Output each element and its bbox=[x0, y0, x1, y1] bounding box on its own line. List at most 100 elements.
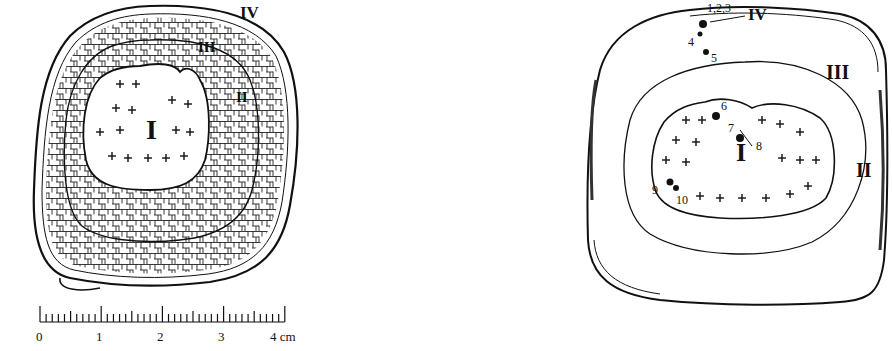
scale-number: 3 bbox=[218, 330, 225, 343]
stroke bbox=[260, 314, 261, 322]
stroke bbox=[229, 314, 230, 322]
stroke bbox=[223, 306, 224, 322]
stroke bbox=[192, 311, 193, 322]
callout-number: 4 bbox=[688, 36, 694, 48]
stroke bbox=[107, 314, 108, 322]
stroke bbox=[199, 314, 200, 322]
stroke bbox=[147, 154, 148, 162]
stroke bbox=[205, 314, 206, 322]
stroke bbox=[247, 314, 248, 322]
stroke bbox=[235, 314, 236, 322]
sample-points bbox=[667, 20, 745, 191]
stroke bbox=[115, 104, 116, 112]
stroke bbox=[186, 314, 187, 322]
stroke bbox=[719, 194, 720, 202]
zone-boundary bbox=[624, 62, 866, 254]
zone-label: II bbox=[856, 160, 872, 180]
stroke bbox=[665, 156, 666, 164]
stroke bbox=[135, 80, 136, 88]
stroke bbox=[119, 314, 120, 322]
stroke bbox=[119, 80, 120, 88]
stroke bbox=[111, 152, 112, 160]
zone-label: IV bbox=[748, 6, 767, 23]
stroke bbox=[113, 314, 114, 322]
stroke bbox=[685, 116, 686, 124]
core-zone bbox=[652, 99, 835, 218]
stroke bbox=[695, 138, 696, 146]
right-specimen bbox=[588, 7, 888, 305]
stroke bbox=[52, 314, 53, 322]
stroke bbox=[131, 311, 132, 322]
zone-label: I bbox=[736, 140, 746, 166]
stroke bbox=[789, 190, 790, 198]
stroke bbox=[183, 152, 184, 160]
stroke bbox=[180, 314, 181, 322]
stroke bbox=[162, 306, 163, 322]
stroke bbox=[58, 314, 59, 322]
stroke bbox=[189, 128, 190, 136]
stroke bbox=[143, 314, 144, 322]
callout-number: 8 bbox=[756, 140, 762, 152]
stroke bbox=[165, 154, 166, 162]
stroke bbox=[765, 194, 766, 202]
stroke bbox=[807, 182, 808, 190]
stroke bbox=[254, 311, 255, 322]
stroke bbox=[284, 306, 285, 322]
stroke bbox=[46, 314, 47, 322]
callout-number: 1,2,3 bbox=[707, 2, 731, 14]
scale-number: 0 bbox=[36, 330, 43, 343]
stroke bbox=[137, 314, 138, 322]
stroke bbox=[175, 126, 176, 134]
stroke bbox=[779, 120, 780, 128]
callout-number: 7 bbox=[728, 122, 734, 134]
stroke bbox=[171, 96, 172, 104]
callout-number: 10 bbox=[676, 194, 688, 206]
zone-label: IV bbox=[240, 4, 259, 21]
stroke bbox=[799, 128, 800, 136]
stroke bbox=[127, 154, 128, 162]
zone-label: III bbox=[198, 40, 216, 55]
stroke bbox=[187, 100, 188, 108]
stroke bbox=[241, 314, 242, 322]
scale-number: 1 bbox=[96, 330, 103, 343]
scale-number: 2 bbox=[157, 330, 164, 343]
scale-number: 4 cm bbox=[270, 330, 296, 343]
callout-number: 9 bbox=[652, 184, 658, 196]
stroke bbox=[685, 158, 686, 166]
stroke bbox=[99, 128, 100, 136]
stroke bbox=[272, 314, 273, 322]
stroke bbox=[70, 311, 71, 322]
stroke bbox=[815, 156, 816, 164]
stroke bbox=[82, 314, 83, 322]
stroke bbox=[131, 106, 132, 114]
stroke bbox=[675, 136, 676, 144]
stroke bbox=[150, 314, 151, 322]
zone-boundary bbox=[64, 40, 258, 242]
left-specimen bbox=[34, 6, 298, 322]
stroke bbox=[156, 314, 157, 322]
stroke bbox=[699, 192, 700, 200]
stroke bbox=[761, 116, 762, 124]
zone-label: I bbox=[146, 116, 157, 144]
zone-label: III bbox=[826, 62, 849, 82]
stroke bbox=[741, 194, 742, 202]
stroke bbox=[101, 306, 102, 322]
stroke bbox=[266, 314, 267, 322]
zone-label: II bbox=[236, 90, 248, 105]
callout-number: 5 bbox=[711, 52, 717, 64]
stroke bbox=[174, 314, 175, 322]
stroke bbox=[88, 314, 89, 322]
stroke bbox=[64, 314, 65, 322]
core-zone bbox=[83, 64, 209, 190]
callout-number: 6 bbox=[721, 100, 727, 112]
stroke bbox=[799, 156, 800, 164]
stroke bbox=[701, 116, 702, 124]
stroke bbox=[94, 314, 95, 322]
stroke bbox=[125, 314, 126, 322]
stroke bbox=[119, 126, 120, 134]
rind bbox=[42, 14, 288, 278]
stroke bbox=[168, 314, 169, 322]
stroke bbox=[278, 314, 279, 322]
